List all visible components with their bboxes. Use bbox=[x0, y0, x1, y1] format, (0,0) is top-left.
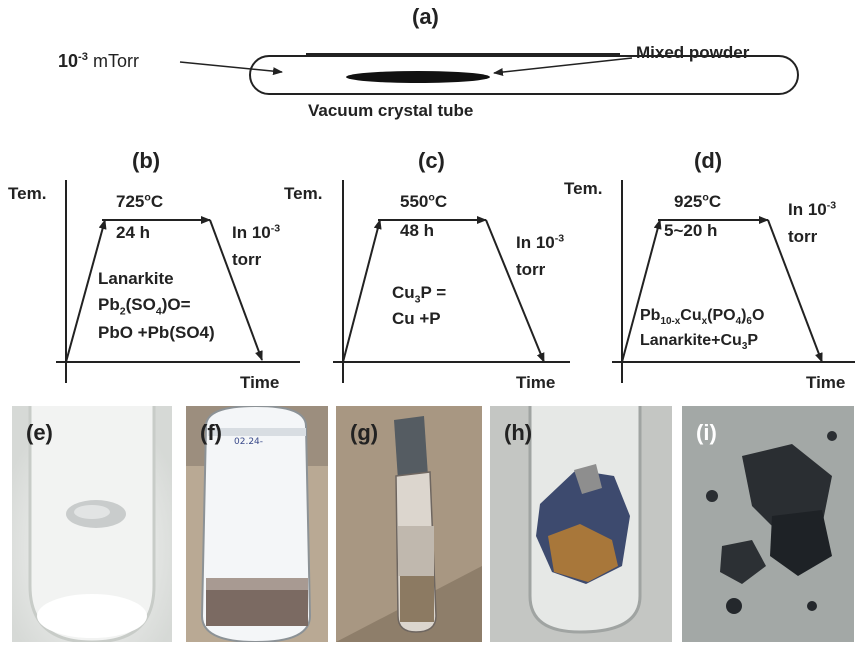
panel-d-reaction-line2: Lanarkite+Cu3P bbox=[640, 332, 758, 353]
pressure-label: 10-3 mTorr bbox=[58, 51, 139, 71]
mixed-powder-pile bbox=[346, 71, 490, 83]
powder-arrow bbox=[493, 57, 633, 77]
svg-text:02.24-: 02.24- bbox=[234, 437, 263, 447]
photo-e: (e) bbox=[12, 406, 172, 642]
panel-d-label: (d) bbox=[694, 148, 723, 173]
photo-i: (i) bbox=[682, 406, 854, 642]
panel-c-x-axis-label: Time bbox=[516, 373, 556, 392]
photo-g: (g) bbox=[336, 406, 482, 642]
panel-d-profile bbox=[621, 216, 823, 363]
photo-i-label: (i) bbox=[696, 420, 717, 445]
panel-c-axes bbox=[333, 180, 570, 383]
photo-g-image bbox=[336, 406, 482, 642]
panel-c-reaction-line2: Cu +P bbox=[392, 309, 441, 328]
panel-c-label: (c) bbox=[418, 148, 445, 173]
panel-d-x-axis-label: Time bbox=[806, 373, 846, 392]
panel-b-reaction-line2: Pb2(SO4)O= bbox=[98, 295, 191, 318]
panel-b-axes bbox=[56, 180, 300, 383]
photo-e-image bbox=[12, 406, 172, 642]
panel-b-vacuum-line2: torr bbox=[232, 250, 262, 269]
photo-h: (h) bbox=[490, 406, 672, 642]
panel-c-reaction-line1: Cu3P = bbox=[392, 283, 447, 306]
panel-b-duration: 24 h bbox=[116, 223, 151, 242]
pressure-arrow bbox=[179, 61, 283, 76]
panel-d-vacuum-line2: torr bbox=[788, 227, 818, 246]
photo-f-label: (f) bbox=[200, 420, 222, 445]
panel-b-vacuum-line1: In 10-3 bbox=[232, 222, 281, 242]
panel-d-temperature: 925oC bbox=[674, 191, 722, 211]
panel-b-y-axis-label: Tem. bbox=[8, 184, 47, 203]
panel-c-vacuum-line1: In 10-3 bbox=[516, 232, 565, 252]
panel-b-profile bbox=[65, 216, 263, 363]
panel-d-vacuum-line1: In 10-3 bbox=[788, 199, 837, 219]
panel-b-reaction-line1: Lanarkite bbox=[98, 269, 174, 288]
photo-e-label: (e) bbox=[26, 420, 53, 445]
vacuum-tube-outline bbox=[249, 55, 799, 95]
photo-h-image bbox=[490, 406, 672, 642]
panel-c-duration: 48 h bbox=[400, 221, 435, 240]
photo-f-image: 02.24- bbox=[186, 406, 328, 642]
panel-c-y-axis-label: Tem. bbox=[284, 184, 323, 203]
tube-label: Vacuum crystal tube bbox=[308, 101, 474, 120]
panel-c-temperature: 550oC bbox=[400, 191, 448, 211]
panel-d-reaction-line1: Pb10-xCux(PO4)6O bbox=[640, 307, 765, 328]
panel-b-label: (b) bbox=[132, 148, 161, 173]
photo-g-label: (g) bbox=[350, 420, 379, 445]
photo-h-label: (h) bbox=[504, 420, 533, 445]
panel-d-y-axis-label: Tem. bbox=[564, 179, 603, 198]
panel-d-duration: 5~20 h bbox=[664, 221, 718, 240]
panel-d-axes bbox=[612, 180, 855, 383]
panel-c-profile bbox=[342, 216, 545, 363]
panel-c-vacuum-line2: torr bbox=[516, 260, 546, 279]
panel-a-label: (a) bbox=[412, 4, 439, 29]
photo-i-image bbox=[682, 406, 854, 642]
photo-f: 02.24- (f) bbox=[186, 406, 328, 642]
panel-b-x-axis-label: Time bbox=[240, 373, 280, 392]
panel-b-temperature: 725oC bbox=[116, 191, 164, 211]
panel-b-reaction-line3: PbO +Pb(SO4) bbox=[98, 323, 215, 342]
